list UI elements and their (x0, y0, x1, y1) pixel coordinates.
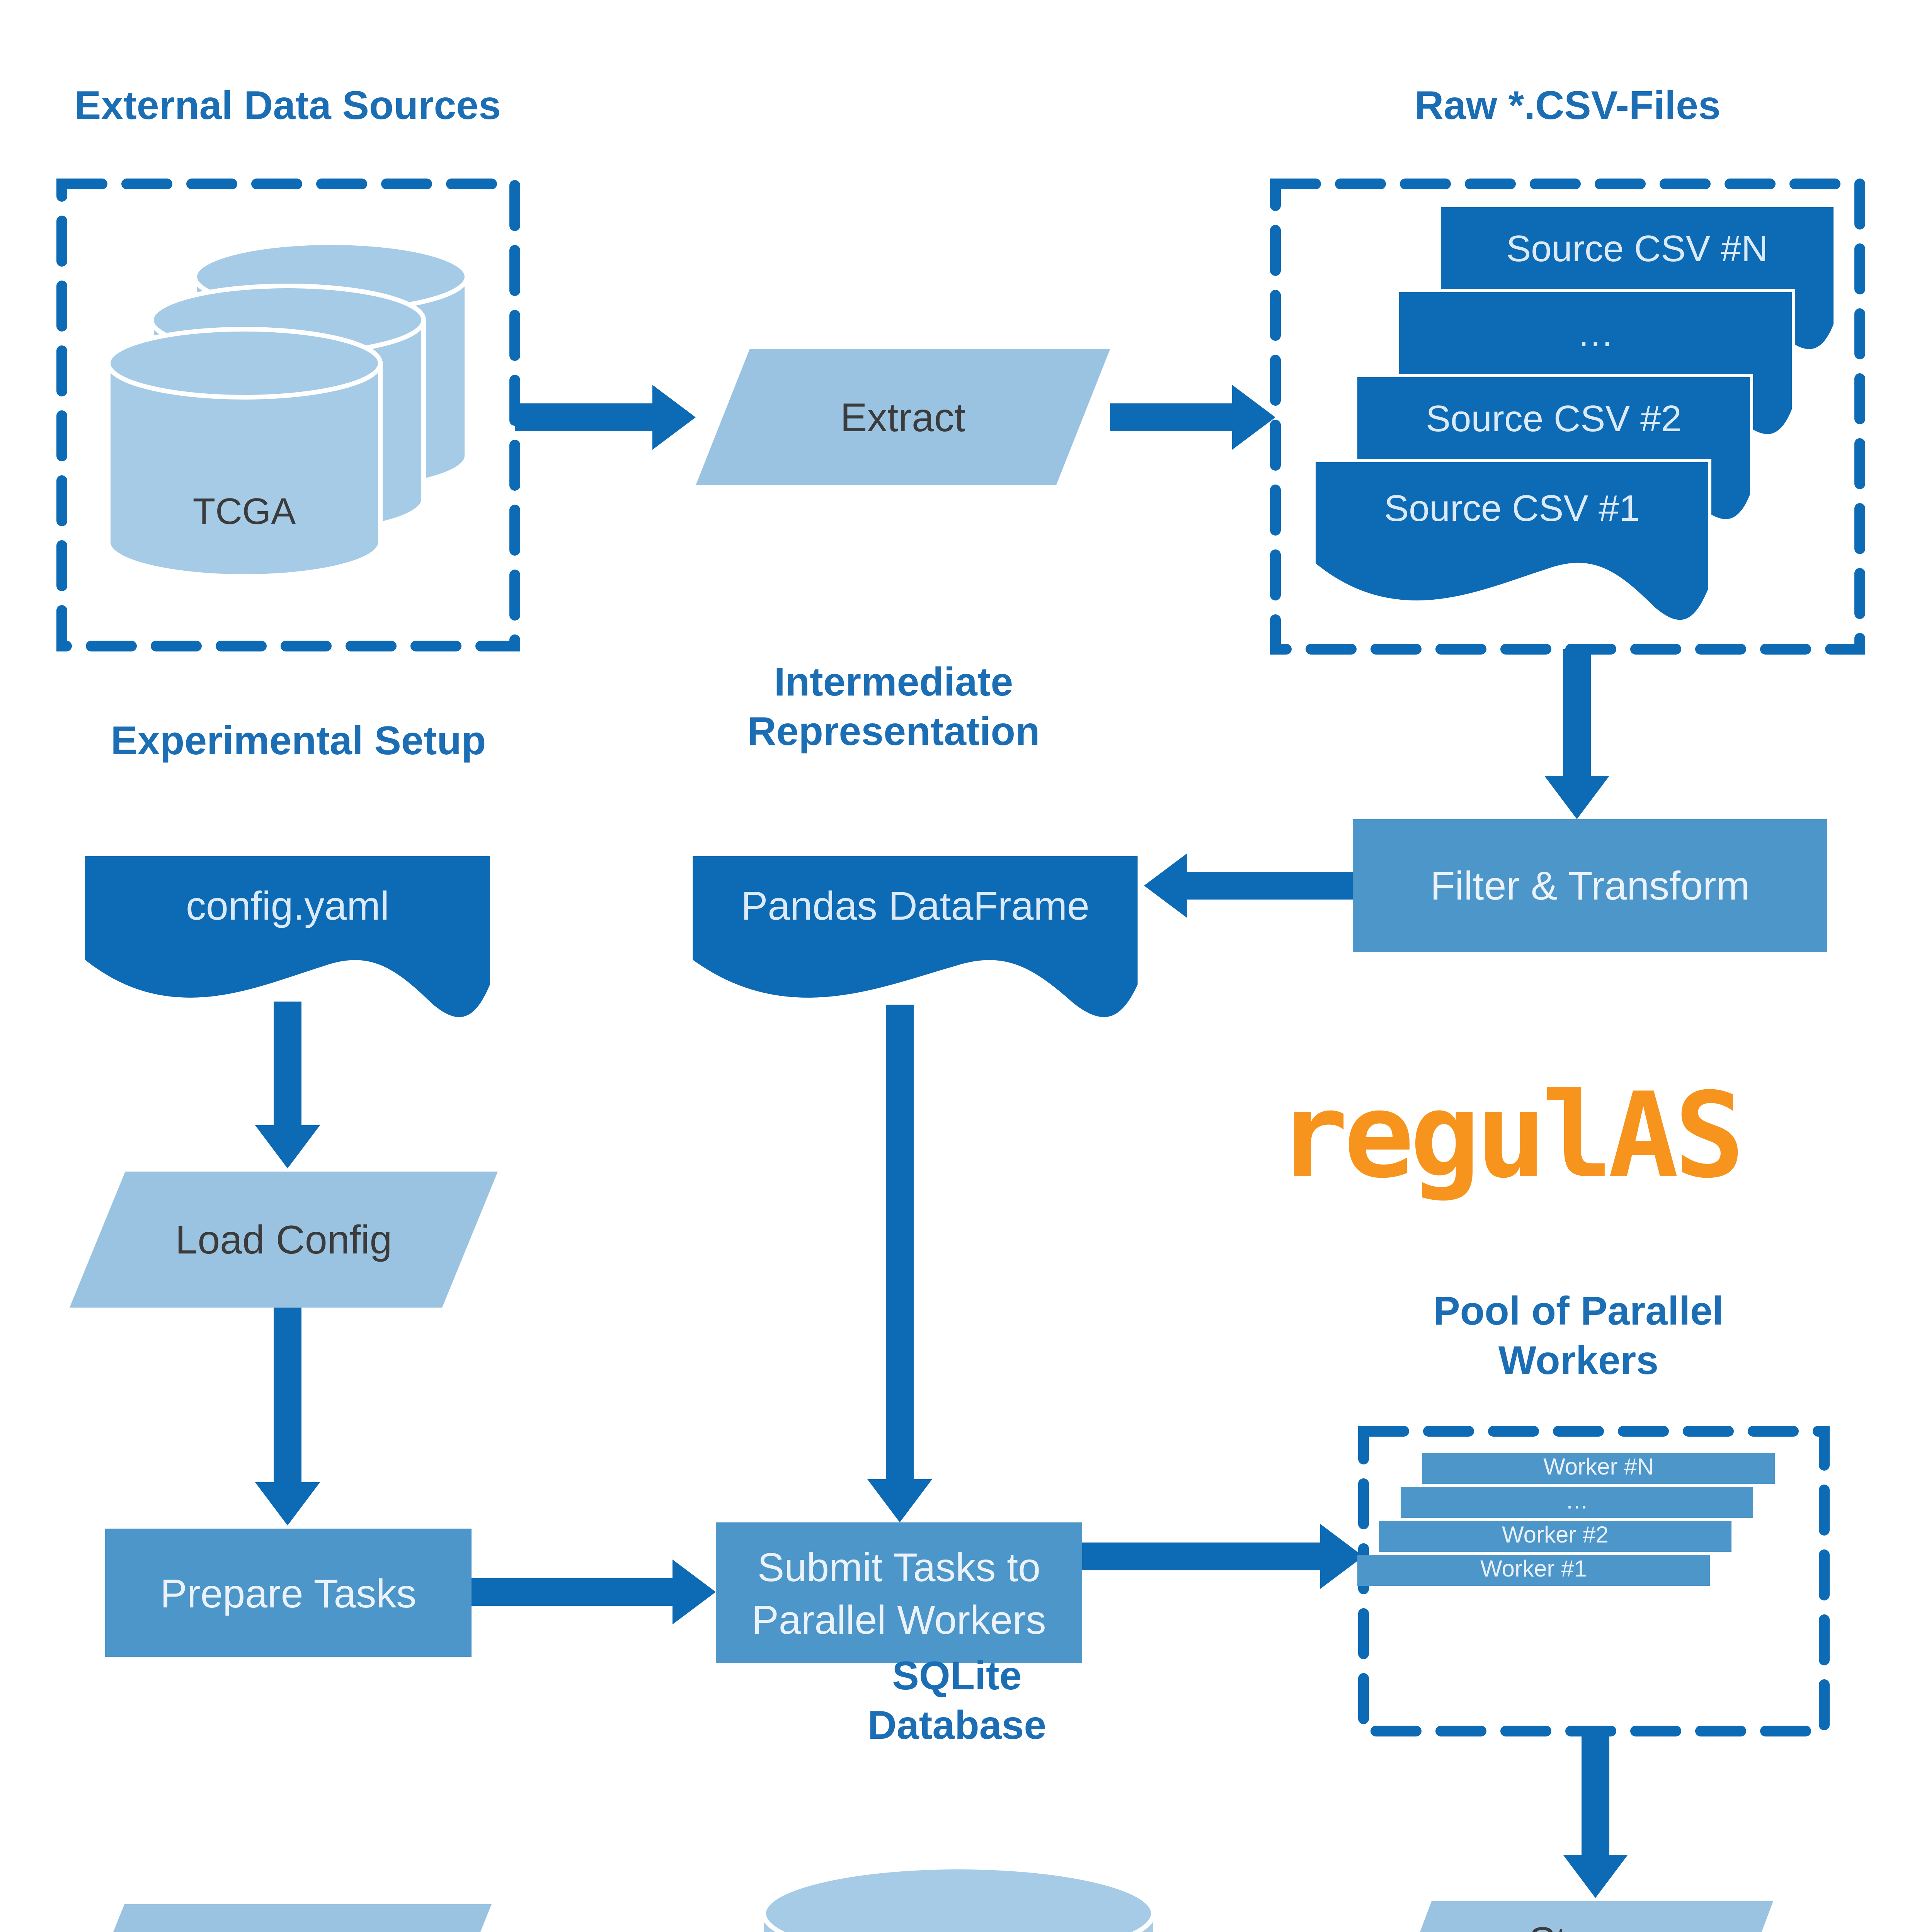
section-title-raw-csv-files: Raw *.CSV-Files (1415, 82, 1721, 128)
csv-doc-label-1: Source CSV #1 (1384, 488, 1640, 530)
pool-title-line2: Workers (1498, 1337, 1659, 1383)
document-shape-csv-1 (1313, 459, 1711, 623)
submit-tasks-label-line2: Parallel Workers (752, 1596, 1046, 1642)
arrow-workers-to-storeresults (1563, 1731, 1628, 1898)
csv-doc-label-dots: … (1577, 314, 1614, 355)
arrow-config-to-loadconfig (255, 1002, 320, 1168)
filter-transform-label: Filter & Transform (1430, 862, 1750, 909)
submit-tasks-label-line1: Submit Tasks to (757, 1543, 1041, 1590)
arrow-loadconfig-to-prepare (255, 1308, 320, 1526)
worker-bar-1: Worker #1 (1357, 1555, 1710, 1586)
document-shape-pandas (693, 856, 1138, 1017)
csv-doc-label-2: Source CSV #2 (1426, 399, 1682, 440)
sqlite-cylinder-icon (761, 1865, 1156, 1932)
worker-bar-n: Worker #N (1422, 1453, 1775, 1484)
section-title-intermediate-representation: Intermediate Representation (662, 657, 1125, 756)
database-cylinder-front-icon (106, 327, 383, 579)
section-title-pool-of-workers: Pool of Parallel Workers (1316, 1286, 1841, 1385)
pandas-doc-label: Pandas DataFrame (741, 882, 1090, 928)
arrow-extract-to-csv (1110, 385, 1275, 450)
arrow-submit-to-workers (1082, 1524, 1364, 1589)
csv-documents-stack (1313, 204, 1837, 623)
pool-title-line1: Pool of Parallel (1433, 1287, 1724, 1334)
intermediate-title-line2: Representation (747, 708, 1040, 754)
filter-transform-node: Filter & Transform (1353, 819, 1827, 952)
sqlite-title-line1: SQLite (892, 1652, 1022, 1699)
intermediate-title-line1: Intermediate (774, 658, 1013, 705)
load-config-label: Load Config (175, 1216, 392, 1263)
load-results-node: Load Results (70, 1904, 492, 1932)
external-sources-dashed-box (56, 179, 520, 651)
extract-label: Extract (840, 394, 965, 440)
worker-bar-dots: … (1401, 1487, 1753, 1518)
section-title-experimental-setup: Experimental Setup (111, 717, 486, 764)
arrow-tcga-to-extract (515, 385, 696, 450)
tcga-label: TCGA (192, 492, 296, 533)
store-results-node: Store Results (1381, 1901, 1773, 1932)
prepare-tasks-label: Prepare Tasks (160, 1570, 417, 1616)
extract-node: Extract (696, 349, 1110, 485)
store-results-label-line1: Store (1529, 1913, 1625, 1932)
raw-csv-dashed-box (1270, 179, 1865, 655)
regulas-logo: regulAS (1277, 1066, 1745, 1204)
arrow-filter-to-pandas (1144, 853, 1353, 918)
section-title-sqlite-database: SQLite Database (725, 1651, 1189, 1750)
config-doc-label: config.yaml (186, 882, 389, 928)
arrow-pandas-to-submit (867, 1005, 932, 1522)
arrow-csv-to-filter (1544, 649, 1609, 819)
section-title-external-data-sources: External Data Sources (74, 82, 501, 128)
document-shape-config (85, 856, 490, 1017)
load-config-node: Load Config (70, 1172, 498, 1308)
arrow-prepare-to-submit (472, 1560, 716, 1624)
prepare-tasks-node: Prepare Tasks (105, 1529, 472, 1657)
worker-bar-2: Worker #2 (1379, 1521, 1731, 1552)
arrows-group (255, 385, 1628, 1898)
submit-tasks-node: Submit Tasks to Parallel Workers (716, 1522, 1082, 1663)
tcga-database-stack-icon (106, 240, 469, 579)
sqlite-title-line2: Database (867, 1702, 1047, 1748)
csv-doc-label-n: Source CSV #N (1506, 229, 1768, 270)
